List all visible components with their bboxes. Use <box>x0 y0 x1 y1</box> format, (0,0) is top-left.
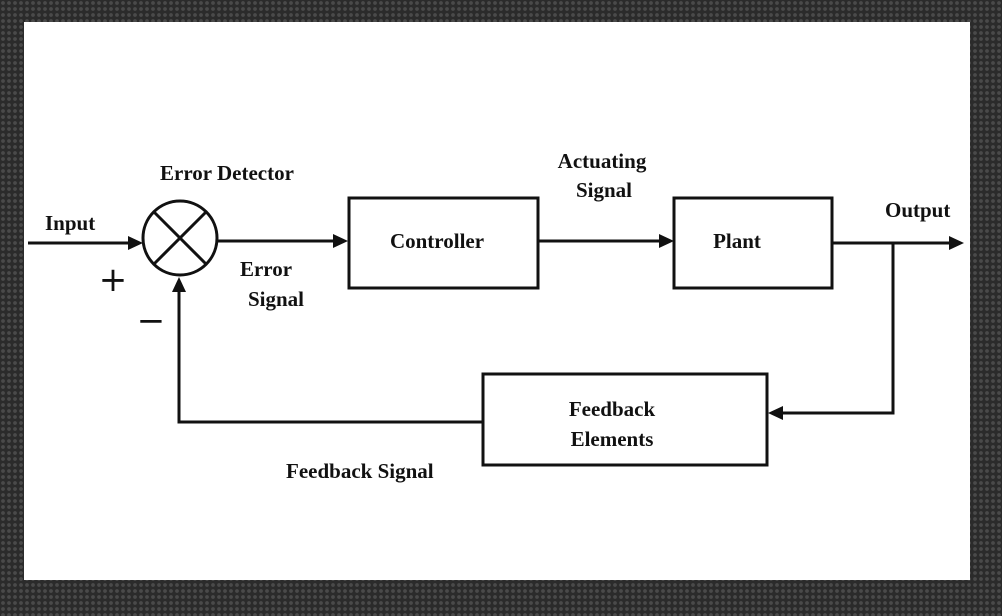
feedback-takeoff-line <box>782 243 895 415</box>
actuating-signal-label-line1: Actuating <box>558 149 647 173</box>
error-signal-label-line2: Signal <box>248 287 304 311</box>
error-signal-arrowhead <box>333 234 348 248</box>
actuating-signal-label-line2: Signal <box>576 178 632 202</box>
feedback-signal-line <box>177 292 483 424</box>
feedback-label-line1: Feedback <box>569 397 656 421</box>
output-arrowhead <box>949 236 964 250</box>
minus-sign: − <box>137 301 166 341</box>
error-signal-label-line1: Error <box>240 257 292 281</box>
feedback-input-arrowhead <box>768 406 783 420</box>
error-detector-label: Error Detector <box>160 161 294 185</box>
input-label: Input <box>45 211 95 235</box>
feedback-signal-arrowhead <box>172 277 186 292</box>
output-label: Output <box>885 198 950 222</box>
controller-block <box>347 196 540 290</box>
plant-label: Plant <box>713 229 761 253</box>
plant-block <box>672 196 834 290</box>
feedback-elements-block <box>481 372 769 467</box>
plus-sign: + <box>99 260 128 300</box>
feedback-label-line2: Elements <box>571 427 654 451</box>
feedback-signal-label: Feedback Signal <box>286 459 434 483</box>
controller-label: Controller <box>390 229 484 253</box>
input-arrowhead <box>128 236 143 250</box>
error-detector-junction <box>141 199 219 277</box>
actuating-signal-arrowhead <box>659 234 674 248</box>
diagram-panel <box>24 22 970 580</box>
